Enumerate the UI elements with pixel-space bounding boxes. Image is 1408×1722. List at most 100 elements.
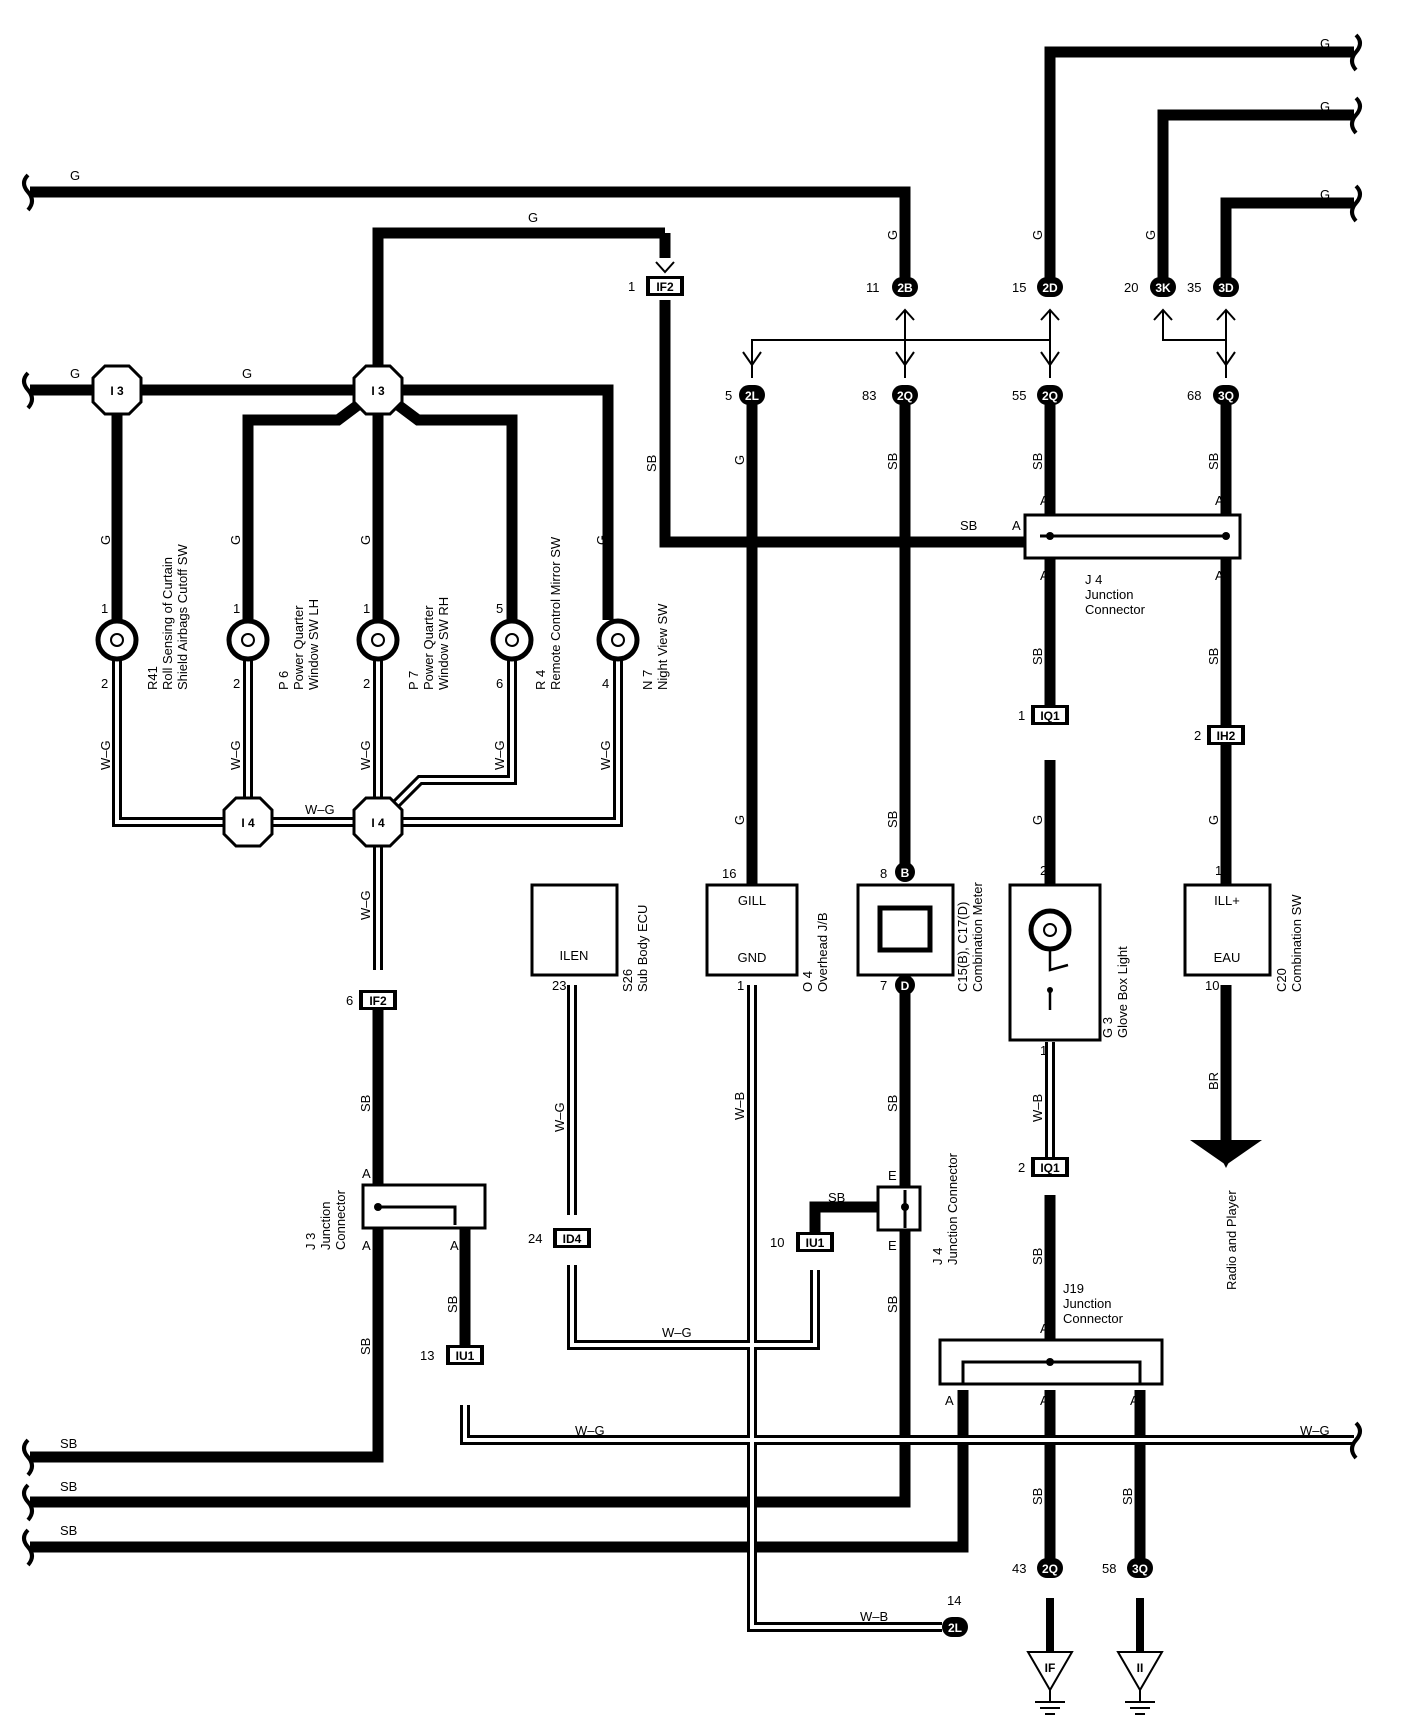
svg-text:2: 2 — [233, 676, 240, 691]
svg-text:G: G — [228, 535, 243, 545]
connector-oval: 3Q — [1213, 385, 1239, 405]
svg-text:A: A — [1040, 568, 1049, 583]
svg-text:Overhead J/B: Overhead J/B — [815, 913, 830, 993]
ground-if: IF — [1026, 1598, 1074, 1715]
connector-oval: 2B — [892, 277, 918, 297]
svg-text:P 6: P 6 — [276, 671, 291, 690]
svg-text:Radio and Player: Radio and Player — [1224, 1190, 1239, 1290]
svg-text:E: E — [888, 1168, 897, 1183]
svg-text:G: G — [98, 535, 113, 545]
svg-text:2: 2 — [101, 676, 108, 691]
svg-text:W–G: W–G — [358, 890, 373, 920]
svg-text:J 4: J 4 — [930, 1248, 945, 1265]
component-o4: GILL GND — [705, 883, 799, 977]
svg-text:2Q: 2Q — [1042, 1562, 1058, 1576]
svg-text:Connector: Connector — [333, 1189, 348, 1250]
svg-text:Roll Sensing of Curtain: Roll Sensing of Curtain — [160, 557, 175, 690]
terminal-label: GILL — [738, 893, 766, 908]
svg-text:SB: SB — [828, 1190, 845, 1205]
svg-text:SB: SB — [1030, 648, 1045, 665]
svg-text:G: G — [242, 366, 252, 381]
svg-text:20: 20 — [1124, 280, 1138, 295]
svg-text:A: A — [450, 1238, 459, 1253]
svg-text:IU1: IU1 — [806, 1236, 825, 1250]
svg-text:G: G — [528, 210, 538, 225]
svg-text:3K: 3K — [1155, 281, 1171, 295]
svg-text:W–B: W–B — [1030, 1094, 1045, 1122]
svg-text:1: 1 — [101, 601, 108, 616]
svg-text:Junction: Junction — [318, 1202, 333, 1250]
svg-text:A: A — [1040, 1321, 1049, 1336]
switch-r4 — [490, 618, 534, 662]
svg-text:8: 8 — [880, 866, 887, 881]
svg-text:G: G — [358, 535, 373, 545]
svg-text:IH2: IH2 — [1217, 729, 1236, 743]
arrow-radio-head — [1212, 1140, 1240, 1168]
svg-text:SB: SB — [445, 1296, 460, 1313]
svg-text:2: 2 — [1194, 728, 1201, 743]
svg-text:J 3: J 3 — [303, 1233, 318, 1250]
component-c20: ILL+ EAU — [1183, 883, 1272, 977]
svg-text:Shield Airbags Cutoff SW: Shield Airbags Cutoff SW — [175, 544, 190, 690]
svg-text:R41: R41 — [145, 666, 160, 690]
svg-text:SB: SB — [960, 518, 977, 533]
svg-text:SB: SB — [885, 811, 900, 828]
connector-oval: 2L — [739, 385, 765, 405]
svg-text:2: 2 — [1018, 1160, 1025, 1175]
svg-text:A: A — [362, 1238, 371, 1253]
svg-text:A: A — [1215, 568, 1224, 583]
svg-text:SB: SB — [885, 453, 900, 470]
svg-text:10: 10 — [1205, 978, 1219, 993]
svg-text:3: 3 — [602, 601, 609, 616]
svg-text:S26: S26 — [620, 969, 635, 992]
svg-text:3D: 3D — [1218, 281, 1234, 295]
svg-text:A: A — [1130, 1393, 1139, 1408]
svg-text:A: A — [945, 1393, 954, 1408]
component-g3 — [1008, 883, 1102, 1042]
svg-text:Connector: Connector — [1085, 602, 1146, 617]
signal-lines — [655, 261, 1236, 378]
svg-text:SB: SB — [1206, 453, 1221, 470]
junction-j4-bottom — [876, 1185, 922, 1232]
ground-label: II — [1137, 1661, 1144, 1675]
svg-text:IQ1: IQ1 — [1040, 709, 1060, 723]
svg-text:W–G: W–G — [575, 1423, 605, 1438]
svg-text:IF2: IF2 — [656, 280, 674, 294]
switch-p7 — [356, 618, 400, 662]
svg-text:43: 43 — [1012, 1561, 1026, 1576]
svg-text:SB: SB — [1206, 648, 1221, 665]
svg-text:G: G — [1030, 815, 1045, 825]
svg-text:1: 1 — [1215, 863, 1222, 878]
svg-text:W–G: W–G — [98, 740, 113, 770]
svg-text:58: 58 — [1102, 1561, 1116, 1576]
connector-rect: IF2 — [646, 276, 684, 296]
wire-break-marks — [22, 33, 1362, 1567]
svg-text:O 4: O 4 — [800, 971, 815, 992]
svg-text:B: B — [901, 866, 910, 880]
splice-label: I 3 — [110, 384, 124, 398]
svg-text:W–G: W–G — [598, 740, 613, 770]
connector-rect: IU1 — [446, 1345, 484, 1365]
connector-oval: 2Q — [1037, 385, 1063, 405]
svg-text:Junction: Junction — [1085, 587, 1133, 602]
svg-text:C15(B), C17(D): C15(B), C17(D) — [955, 902, 970, 992]
terminal-label: EAU — [1214, 950, 1241, 965]
svg-text:J19: J19 — [1063, 1281, 1084, 1296]
svg-text:SB: SB — [1030, 1248, 1045, 1265]
svg-text:2L: 2L — [948, 1621, 962, 1635]
splice-label: I 4 — [241, 816, 255, 830]
terminal-label: GND — [738, 950, 767, 965]
svg-text:2L: 2L — [745, 389, 759, 403]
svg-text:E: E — [888, 1238, 897, 1253]
svg-text:Connector: Connector — [1063, 1311, 1124, 1326]
svg-text:SB: SB — [1030, 453, 1045, 470]
svg-text:11: 11 — [866, 280, 880, 295]
svg-text:Junction: Junction — [1063, 1296, 1111, 1311]
svg-text:G: G — [1320, 99, 1330, 114]
svg-text:IU1: IU1 — [456, 1349, 475, 1363]
svg-text:G: G — [594, 535, 609, 545]
switch-n7 — [596, 618, 640, 662]
connector-rect: IU1 — [796, 1232, 834, 1252]
svg-text:3Q: 3Q — [1132, 1562, 1148, 1576]
